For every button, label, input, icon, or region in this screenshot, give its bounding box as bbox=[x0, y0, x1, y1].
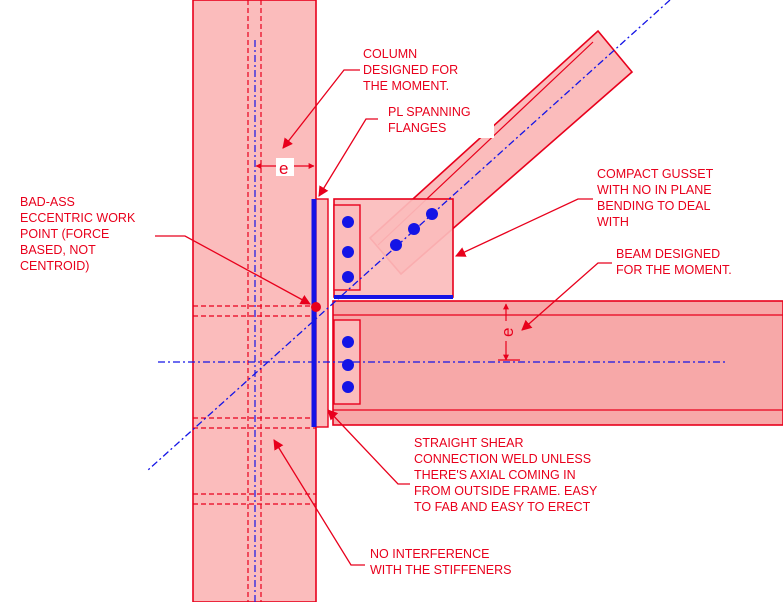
svg-text:FROM OUTSIDE FRAME. EASY: FROM OUTSIDE FRAME. EASY bbox=[414, 484, 598, 498]
beam-eccentricity-dimension: e bbox=[498, 303, 520, 361]
brace-workline bbox=[147, 0, 671, 471]
svg-text:NO INTERFERENCE: NO INTERFERENCE bbox=[370, 547, 489, 561]
bolt bbox=[408, 223, 420, 235]
label-shear-weld: STRAIGHT SHEAR CONNECTION WELD UNLESS TH… bbox=[414, 436, 598, 514]
leader-shear-weld bbox=[327, 409, 410, 485]
svg-text:WITH NO IN PLANE: WITH NO IN PLANE bbox=[597, 183, 712, 197]
svg-text:TO FAB AND EASY TO ERECT: TO FAB AND EASY TO ERECT bbox=[414, 500, 591, 514]
label-column: COLUMN DESIGNED FOR THE MOMENT. bbox=[363, 47, 458, 93]
svg-text:FLANGES: FLANGES bbox=[388, 121, 446, 135]
leader-column bbox=[282, 69, 360, 149]
svg-text:BEAM DESIGNED: BEAM DESIGNED bbox=[616, 247, 720, 261]
leader-gusset bbox=[455, 198, 593, 257]
svg-text:COMPACT GUSSET: COMPACT GUSSET bbox=[597, 167, 714, 181]
column bbox=[192, 0, 317, 602]
bolt bbox=[342, 336, 354, 348]
gusset bbox=[333, 198, 454, 299]
column-eccentricity-dimension: e bbox=[255, 158, 315, 178]
svg-text:FOR THE MOMENT.: FOR THE MOMENT. bbox=[616, 263, 732, 277]
leaders bbox=[155, 69, 612, 566]
label-gusset: COMPACT GUSSET WITH NO IN PLANE BENDING … bbox=[597, 167, 714, 229]
bolt bbox=[390, 239, 402, 251]
bolt bbox=[342, 246, 354, 258]
svg-text:BENDING TO DEAL: BENDING TO DEAL bbox=[597, 199, 711, 213]
svg-text:THE MOMENT.: THE MOMENT. bbox=[363, 79, 449, 93]
svg-text:PL SPANNING: PL SPANNING bbox=[388, 105, 471, 119]
svg-text:WITH: WITH bbox=[597, 215, 629, 229]
column-stiffeners bbox=[193, 305, 316, 505]
svg-text:BAD-ASS: BAD-ASS bbox=[20, 195, 75, 209]
svg-text:BASED, NOT: BASED, NOT bbox=[20, 243, 96, 257]
label-pl-spanning: PL SPANNING FLANGES bbox=[382, 102, 494, 138]
beam-section bbox=[332, 300, 783, 426]
bolt bbox=[342, 216, 354, 228]
svg-text:CENTROID): CENTROID) bbox=[20, 259, 89, 273]
svg-text:WITH THE STIFFENERS: WITH THE STIFFENERS bbox=[370, 563, 511, 577]
centerlines bbox=[147, 0, 728, 471]
bolt bbox=[342, 271, 354, 283]
beam-e-label: e bbox=[498, 328, 517, 337]
label-work-point: BAD-ASS ECCENTRIC WORK POINT (FORCE BASE… bbox=[20, 195, 136, 273]
bolt bbox=[342, 381, 354, 393]
label-beam: BEAM DESIGNED FOR THE MOMENT. bbox=[616, 247, 732, 277]
leader-stiffeners bbox=[273, 439, 365, 566]
leader-pl-spanning bbox=[318, 118, 378, 197]
bolt bbox=[342, 359, 354, 371]
svg-text:ECCENTRIC WORK: ECCENTRIC WORK bbox=[20, 211, 136, 225]
leader-beam bbox=[521, 262, 612, 331]
svg-text:CONNECTION WELD UNLESS: CONNECTION WELD UNLESS bbox=[414, 452, 591, 466]
svg-text:DESIGNED FOR: DESIGNED FOR bbox=[363, 63, 458, 77]
column-e-label: e bbox=[279, 159, 288, 178]
svg-text:COLUMN: COLUMN bbox=[363, 47, 417, 61]
svg-text:STRAIGHT SHEAR: STRAIGHT SHEAR bbox=[414, 436, 524, 450]
svg-text:THERE'S AXIAL COMING IN: THERE'S AXIAL COMING IN bbox=[414, 468, 576, 482]
work-point bbox=[311, 302, 321, 312]
label-stiffeners: NO INTERFERENCE WITH THE STIFFENERS bbox=[370, 547, 511, 577]
svg-text:POINT (FORCE: POINT (FORCE bbox=[20, 227, 109, 241]
beam bbox=[332, 300, 783, 426]
leader-work-point bbox=[155, 235, 311, 305]
